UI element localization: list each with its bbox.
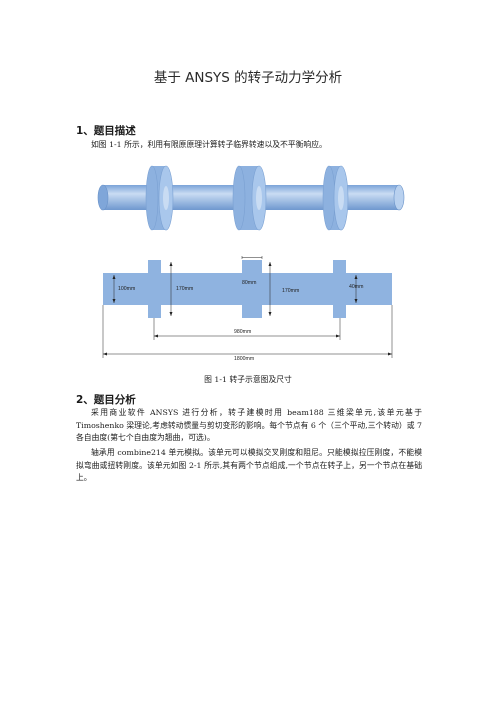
- disk-1: [145, 165, 174, 231]
- dim-label-1800mm: 1800mm: [234, 356, 254, 362]
- dim-label-170mm-right: 170mm: [282, 288, 299, 294]
- disk-2d-3: [333, 260, 346, 318]
- rotor-3d-sketch: [97, 165, 405, 231]
- disk-2: [232, 165, 267, 231]
- dim-label-100mm: 100mm: [118, 286, 135, 292]
- figure-caption: 图 1-1 转子示意图及尺寸: [204, 375, 292, 384]
- dim-label-40mm: 40mm: [349, 284, 363, 290]
- section-heading-2: 2、题目分析: [76, 394, 136, 406]
- dim-label-980mm: 980mm: [234, 329, 251, 335]
- section-1-paragraph: 如图 1-1 所示，利用有限原原理计算转子临界转速以及不平衡响应。: [91, 140, 327, 149]
- disk-3: [322, 165, 349, 231]
- disk-2d-2: [242, 260, 262, 318]
- shaft-left-end: [97, 184, 109, 211]
- page-title: 基于 ANSYS 的转子动力学分析: [153, 70, 343, 86]
- dim-label-80mm: 80mm: [242, 280, 256, 286]
- dim-label-170mm-left: 170mm: [176, 286, 193, 292]
- shaft-right-end: [393, 184, 405, 211]
- section-heading-1: 1、题目描述: [76, 125, 136, 137]
- disk-2d-1: [148, 260, 161, 318]
- section-2-paragraph-1: 采用商业软件 ANSYS 进行分析，转子建模时用 beam188 三维梁单元,该…: [76, 408, 422, 443]
- section-2-paragraph-2: 轴承用 combine214 单元模拟。该单元可以模拟交叉刚度和阻尼。只能模拟拉…: [76, 448, 422, 483]
- rotor-dimension-drawing: 100mm 170mm 80mm 170mm 40mm 980mm 1800mm: [102, 256, 393, 362]
